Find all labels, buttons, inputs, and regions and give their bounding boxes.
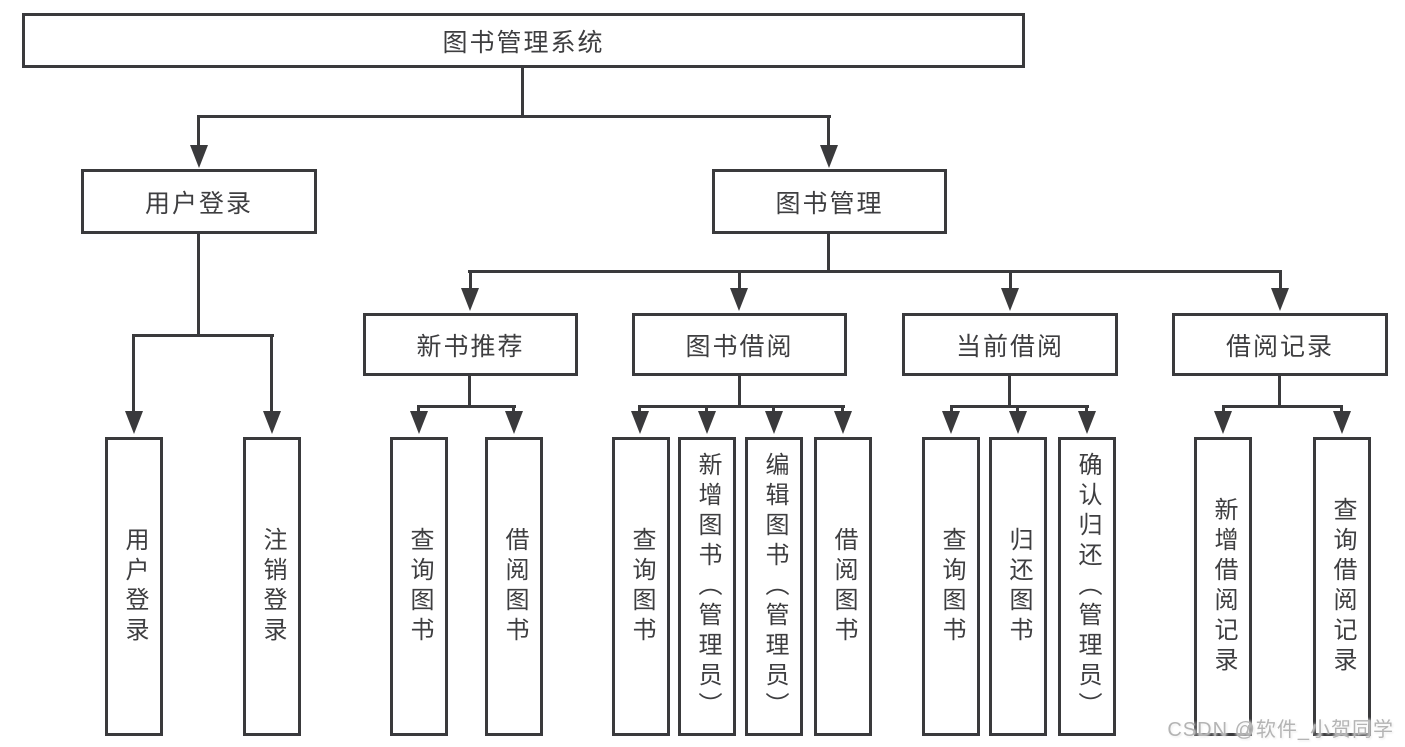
connector-line-vertical xyxy=(705,405,708,413)
connector-line-vertical xyxy=(1278,376,1281,407)
node-book-borrowing: 图书借阅 xyxy=(632,313,847,376)
node-label: 确认归还（管理员） xyxy=(1074,451,1101,722)
node-label: 注销登录 xyxy=(259,526,286,647)
leaf-query-books-current: 查询图书 xyxy=(922,437,980,736)
connector-line-horizontal xyxy=(1222,405,1343,408)
leaf-add-borrow-record: 新增借阅记录 xyxy=(1194,437,1252,736)
node-label: 新书推荐 xyxy=(416,332,525,361)
arrow-down-icon xyxy=(505,411,523,434)
connector-line-horizontal xyxy=(132,334,274,337)
connector-line-vertical xyxy=(1222,405,1225,413)
connector-line-vertical xyxy=(638,405,641,413)
leaf-query-books-recommend: 查询图书 xyxy=(390,437,448,736)
node-label: 编辑图书（管理员） xyxy=(761,451,788,722)
node-label: 用户登录 xyxy=(144,189,253,218)
node-borrowing-records: 借阅记录 xyxy=(1172,313,1388,376)
node-label: 新增借阅记录 xyxy=(1210,496,1237,677)
node-label: 归还图书 xyxy=(1005,526,1032,647)
leaf-add-book-admin: 新增图书（管理员） xyxy=(678,437,736,736)
watermark: CSDN @软件_小贺同学 xyxy=(1167,719,1394,741)
arrow-down-icon xyxy=(834,411,852,434)
connector-line-vertical xyxy=(521,68,524,118)
leaf-user-login: 用户登录 xyxy=(105,437,163,736)
arrow-down-icon xyxy=(942,411,960,434)
connector-line-vertical xyxy=(197,234,200,337)
node-label: 借阅图书 xyxy=(501,526,528,647)
node-label: 新增图书（管理员） xyxy=(694,451,721,722)
connector-line-vertical xyxy=(1340,405,1343,413)
connector-line-vertical xyxy=(1008,376,1011,407)
connector-line-vertical xyxy=(417,405,420,413)
arrow-down-icon xyxy=(1214,411,1232,434)
node-label: 当前借阅 xyxy=(955,332,1064,361)
arrow-down-icon xyxy=(631,411,649,434)
leaf-borrow-books-borrowing: 借阅图书 xyxy=(814,437,872,736)
node-library-management-system: 图书管理系统 xyxy=(22,13,1025,68)
arrow-down-icon xyxy=(1078,411,1096,434)
arrow-down-icon xyxy=(1271,288,1289,311)
node-book-management: 图书管理 xyxy=(712,169,947,234)
arrow-down-icon xyxy=(410,411,428,434)
connector-line-horizontal xyxy=(468,270,1282,273)
connector-line-vertical xyxy=(738,376,741,407)
connector-line-horizontal xyxy=(197,115,831,118)
node-label: 图书借阅 xyxy=(685,332,794,361)
node-current-borrowing: 当前借阅 xyxy=(902,313,1118,376)
node-label: 查询图书 xyxy=(406,526,433,647)
node-label: 图书管理系统 xyxy=(442,28,605,57)
connector-line-vertical xyxy=(827,115,830,147)
connector-line-vertical xyxy=(1279,270,1282,290)
connector-line-horizontal xyxy=(638,405,845,408)
connector-line-vertical xyxy=(827,234,830,273)
connector-line-vertical xyxy=(772,405,775,413)
connector-line-vertical xyxy=(841,405,844,413)
arrow-down-icon xyxy=(125,411,143,434)
connector-line-vertical xyxy=(512,405,515,413)
node-new-book-recommendation: 新书推荐 xyxy=(363,313,578,376)
node-user-login: 用户登录 xyxy=(81,169,317,234)
node-label: 借阅图书 xyxy=(830,526,857,647)
connector-line-vertical xyxy=(270,334,273,413)
leaf-return-book: 归还图书 xyxy=(989,437,1047,736)
arrow-down-icon xyxy=(461,288,479,311)
connector-line-vertical xyxy=(132,334,135,413)
arrow-down-icon xyxy=(1001,288,1019,311)
leaf-query-books-borrowing: 查询图书 xyxy=(612,437,670,736)
node-label: 查询借阅记录 xyxy=(1329,496,1356,677)
arrow-down-icon xyxy=(820,145,838,168)
connector-line-vertical xyxy=(469,270,472,290)
arrow-down-icon xyxy=(263,411,281,434)
arrow-down-icon xyxy=(765,411,783,434)
node-label: 借阅记录 xyxy=(1225,332,1334,361)
connector-line-vertical xyxy=(1009,270,1012,290)
connector-line-vertical xyxy=(738,270,741,290)
connector-line-vertical xyxy=(468,376,471,407)
arrow-down-icon xyxy=(1333,411,1351,434)
connector-line-vertical xyxy=(950,405,953,413)
node-label: 查询图书 xyxy=(938,526,965,647)
connector-line-vertical xyxy=(197,115,200,147)
connector-line-horizontal xyxy=(950,405,1089,408)
connector-line-vertical xyxy=(1016,405,1019,413)
leaf-query-borrow-record: 查询借阅记录 xyxy=(1313,437,1371,736)
arrow-down-icon xyxy=(190,145,208,168)
node-label: 用户登录 xyxy=(121,526,148,647)
connector-line-horizontal xyxy=(417,405,516,408)
arrow-down-icon xyxy=(730,288,748,311)
leaf-borrow-books-recommend: 借阅图书 xyxy=(485,437,543,736)
connector-line-vertical xyxy=(1085,405,1088,413)
leaf-confirm-return-admin: 确认归还（管理员） xyxy=(1058,437,1116,736)
node-label: 查询图书 xyxy=(628,526,655,647)
arrow-down-icon xyxy=(698,411,716,434)
arrow-down-icon xyxy=(1009,411,1027,434)
leaf-logout: 注销登录 xyxy=(243,437,301,736)
leaf-edit-book-admin: 编辑图书（管理员） xyxy=(745,437,803,736)
node-label: 图书管理 xyxy=(775,189,884,218)
